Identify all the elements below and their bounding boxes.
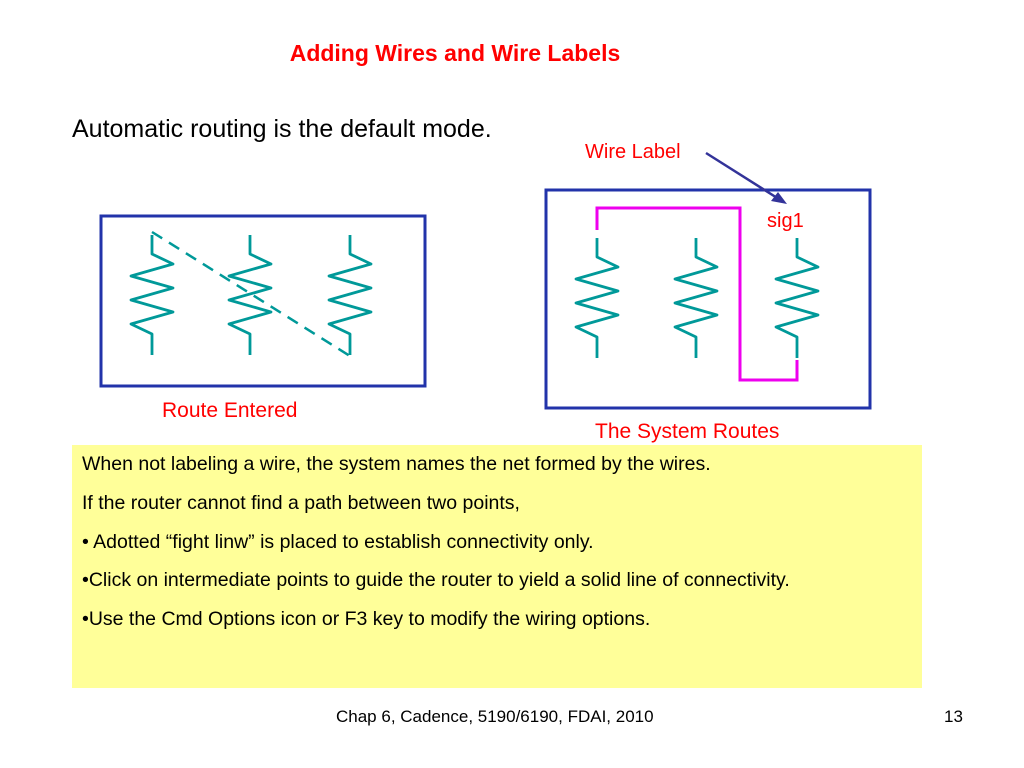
sig1-label: sig1	[767, 210, 804, 232]
resistor-icon	[673, 236, 719, 360]
resistor-icon	[227, 233, 273, 357]
resistor-icon	[774, 236, 820, 360]
note-line-3: • Adotted “fight linw” is placed to esta…	[82, 530, 594, 553]
route-entered-caption: Route Entered	[162, 399, 298, 422]
slide-subtitle: Automatic routing is the default mode.	[72, 115, 492, 143]
note-line-5: •Use the Cmd Options icon or F3 key to m…	[82, 608, 651, 631]
resistor-icon	[129, 233, 175, 357]
routed-wire-top	[595, 206, 799, 382]
system-routes-box	[544, 188, 872, 410]
page-number: 13	[944, 707, 963, 726]
note-line-2: If the router cannot find a path between…	[82, 491, 520, 514]
system-routes-caption: The System Routes	[595, 420, 780, 443]
route-entered-box	[99, 214, 427, 388]
slide-title: Adding Wires and Wire Labels	[289, 40, 621, 66]
resistor-icon	[574, 236, 620, 360]
footer-text: Chap 6, Cadence, 5190/6190, FDAI, 2010	[336, 707, 654, 726]
arrow-icon	[705, 151, 783, 203]
arrow-head	[771, 192, 787, 204]
note-line-1: When not labeling a wire, the system nam…	[82, 453, 711, 475]
note-line-4: •Click on intermediate points to guide t…	[82, 569, 790, 592]
resistor-icon	[327, 233, 373, 357]
wire-label-caption: Wire Label	[585, 141, 681, 163]
notes-box: When not labeling a wire, the system nam…	[72, 445, 922, 688]
